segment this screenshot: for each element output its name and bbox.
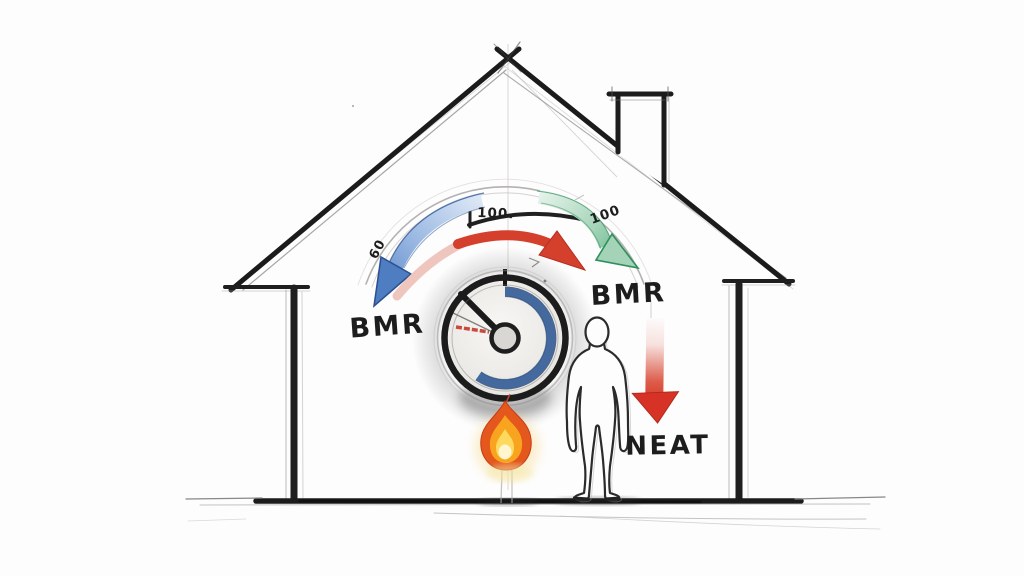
dial-inner-ring-sketch [451, 284, 559, 392]
neat-arrow-shaft [645, 317, 665, 398]
label-bmr-right: BMR [590, 277, 667, 312]
human-figure [556, 316, 640, 506]
flame-ground-glow [486, 464, 534, 482]
sweep-arc-dark-segment [467, 211, 591, 227]
roof-right-faint-line [498, 61, 794, 290]
apex-cross-stroke-2 [493, 43, 522, 73]
dial-arc-inner-edge [480, 295, 548, 381]
dial-red-setpoint-mark [455, 325, 490, 334]
chimney-body [616, 95, 666, 186]
tiny-speck [351, 104, 355, 108]
flame-core [498, 444, 512, 460]
ground-curve-line-2 [559, 515, 881, 530]
green-arrow-head [594, 232, 640, 270]
figure-head [584, 316, 610, 348]
green-arrow-outline-top [536, 190, 613, 244]
roof-guide-line [511, 69, 618, 178]
dial-outer-ring [441, 274, 569, 402]
tiny-tick-mark [574, 194, 585, 201]
green-arrow-band [537, 190, 613, 249]
red-curved-arrow [392, 230, 587, 301]
neat-down-arrow [631, 300, 680, 424]
label-neat: NEAT [625, 430, 711, 461]
blue-arrow-band [389, 192, 484, 270]
wall-left-faint [301, 291, 304, 499]
thermostat-dial [412, 247, 598, 433]
ground-sketch-line [199, 503, 871, 506]
green-arrow-outline-bottom [540, 202, 602, 250]
figure-foot-left [572, 496, 590, 501]
gauge-marking-top: 100. [477, 205, 515, 222]
flame-icon [474, 393, 540, 506]
apex-cross-stroke [497, 41, 521, 74]
thermostat-sweep-arc [357, 178, 653, 288]
ground-ext-right [794, 496, 886, 500]
blue-arrow-head [372, 255, 413, 308]
gauge-marking-right: 100 [588, 202, 623, 228]
neat-arrow-head [631, 391, 680, 424]
roof-left-sketch-line [242, 69, 507, 291]
blue-arrow-outline-top [388, 192, 485, 264]
ground-small-stroke [187, 518, 247, 522]
ground-curve-line [433, 512, 867, 520]
figure-foot-right [604, 496, 621, 501]
red-arrow-head [538, 230, 587, 271]
flame-ground-shadow [478, 498, 538, 506]
green-curved-arrow [536, 190, 640, 270]
figure-body [565, 338, 630, 502]
roof-left-edge [228, 46, 522, 293]
ground-ext-left [185, 497, 263, 500]
text-labels: BMR BMR NEAT 100. 100 60 [349, 202, 711, 462]
red-arrow-band [453, 230, 553, 249]
blue-curved-arrow [372, 192, 486, 308]
sweep-arc-main [365, 186, 645, 285]
dial-blue-arc [476, 287, 556, 389]
label-bmr-left: BMR [349, 308, 427, 344]
sweep-arc-outer [357, 178, 653, 286]
blue-arrow-outline-bottom [403, 206, 486, 269]
dial-hub [489, 322, 521, 354]
figure-ground-shadow [556, 496, 640, 506]
